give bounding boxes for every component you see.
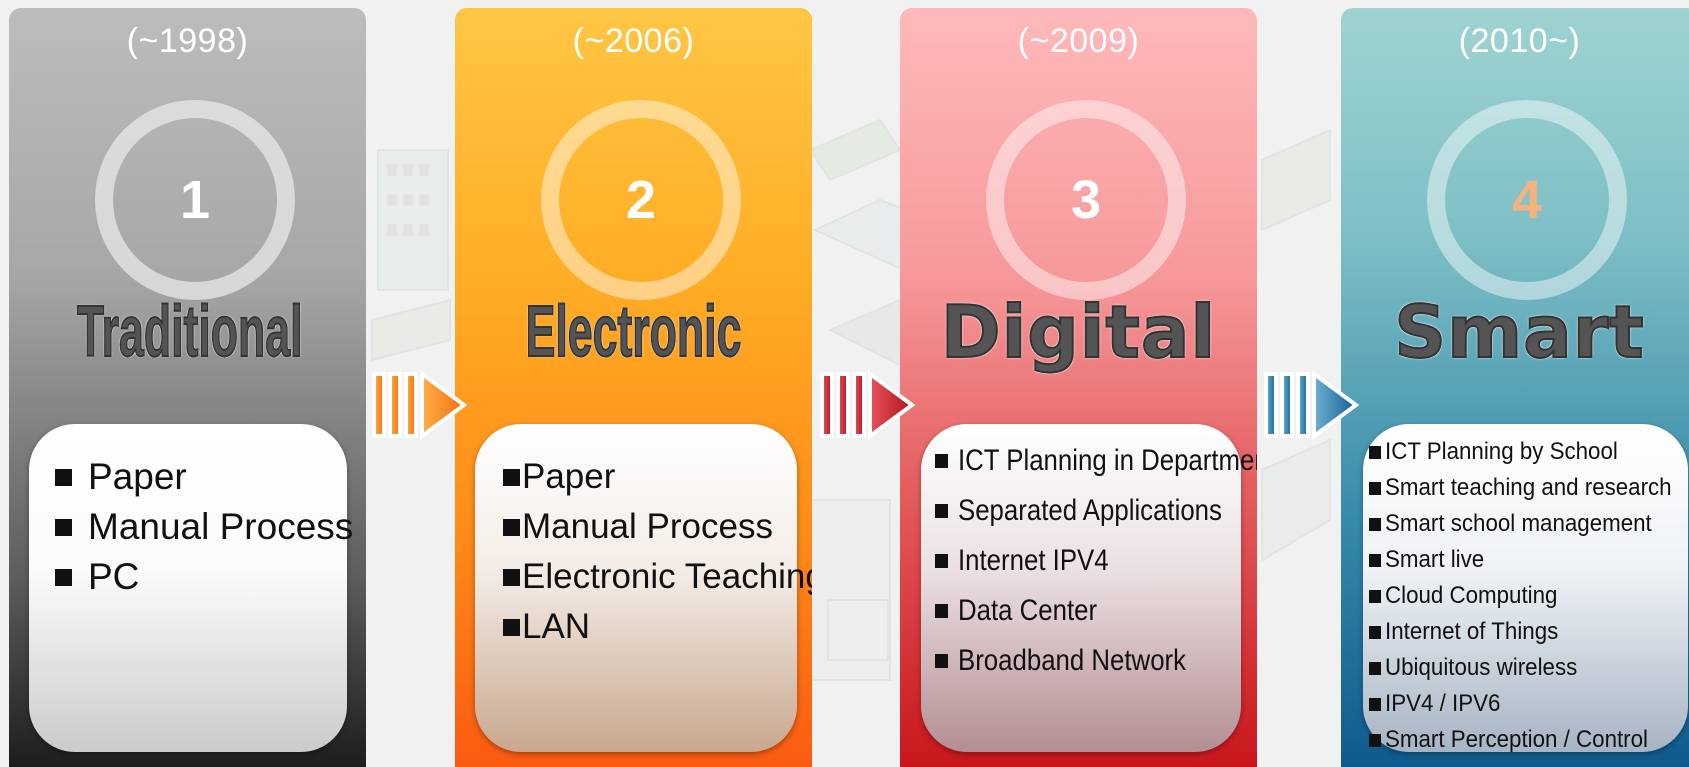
square-bullet-icon (935, 554, 948, 568)
list-item: Smart Perception / Control (1369, 722, 1688, 758)
square-bullet-icon (503, 518, 520, 536)
list-item: Internet of Things (1369, 614, 1688, 650)
square-bullet-icon (1369, 517, 1381, 531)
square-bullet-icon (55, 468, 72, 486)
stage-year: (~2006) (572, 22, 695, 60)
stage-feature-card: Paper Manual Process Electronic Teaching… (475, 424, 812, 752)
stage-number-ring: 1 (95, 100, 295, 300)
square-bullet-icon (1369, 625, 1381, 639)
list-item: Ubiquitous wireless (1369, 650, 1688, 686)
list-item: LAN (503, 602, 797, 652)
list-item: Internet IPV4 (935, 536, 1241, 586)
list-item-text: ICT Planning by School (1385, 438, 1618, 465)
stage-number: 1 (179, 170, 211, 230)
list-item: ICT Planning by School (1369, 434, 1688, 470)
list-item-text: Internet IPV4 (958, 544, 1109, 577)
list-item: Smart teaching and research (1369, 470, 1688, 506)
square-bullet-icon (503, 618, 520, 636)
list-item-text: Paper (522, 457, 616, 496)
list-item-text: Manual Process (522, 507, 773, 546)
list-item-text: Data Center (958, 594, 1098, 627)
list-item-text: Cloud Computing (1385, 582, 1558, 609)
stage-title: Digital (940, 290, 1217, 374)
square-bullet-icon (1369, 481, 1381, 495)
list-item-text: Paper (88, 456, 187, 497)
square-bullet-icon (1369, 445, 1381, 459)
square-bullet-icon (935, 454, 948, 468)
stage-number: 4 (1511, 170, 1543, 230)
square-bullet-icon (1369, 733, 1381, 747)
list-item: Separated Applications (935, 486, 1241, 536)
stage-feature-card: ICT Planning in Department Separated App… (921, 424, 1257, 752)
square-bullet-icon (503, 468, 520, 486)
stage-year: (~2009) (1017, 22, 1140, 60)
chevron-arrow-right-icon (820, 370, 916, 440)
stage-year: (2010~) (1458, 22, 1581, 60)
list-item-text: Ubiquitous wireless (1385, 654, 1578, 681)
square-bullet-icon (935, 504, 948, 518)
list-item-text: Manual Process (88, 506, 354, 547)
square-bullet-icon (55, 568, 72, 586)
list-item: PC (55, 552, 347, 602)
list-item: IPV4 / IPV6 (1369, 686, 1688, 722)
feature-list: Paper Manual Process PC (29, 424, 353, 602)
stage-year: (~1998) (126, 22, 249, 60)
stage-number: 2 (625, 170, 657, 230)
square-bullet-icon (1369, 661, 1381, 675)
list-item-text: Smart teaching and research (1385, 474, 1672, 501)
list-item: Manual Process (503, 502, 797, 552)
stage-title: Electronic (525, 292, 742, 372)
list-item: Manual Process (55, 502, 353, 552)
list-item-text: IPV4 / IPV6 (1385, 690, 1501, 717)
list-item: ICT Planning in Department (935, 436, 1257, 486)
list-item: Electronic Teaching (503, 552, 812, 602)
stage-feature-card: ICT Planning by School Smart teaching an… (1363, 424, 1688, 753)
list-item: Broadband Network (935, 636, 1241, 686)
list-item: Data Center (935, 586, 1241, 636)
list-item-text: Internet of Things (1385, 618, 1559, 645)
list-item: Cloud Computing (1369, 578, 1688, 614)
list-item-text: ICT Planning in Department (958, 444, 1257, 477)
list-item-text: PC (88, 556, 140, 597)
list-item-text: Broadband Network (958, 644, 1187, 677)
square-bullet-icon (1369, 589, 1381, 603)
list-item-text: Smart Perception / Control (1385, 726, 1649, 753)
square-bullet-icon (935, 604, 948, 618)
square-bullet-icon (1369, 553, 1381, 567)
stage-number: 3 (1070, 170, 1102, 230)
stage-panel-digital: (~2009) 3 Digital ICT Planning in Depart… (900, 8, 1257, 767)
stage-number-ring: 2 (541, 100, 741, 300)
feature-list: Paper Manual Process Electronic Teaching… (475, 424, 812, 652)
list-item-text: Smart live (1385, 546, 1485, 573)
stage-panel-electronic: (~2006) 2 Electronic Paper Manual Proces… (455, 8, 812, 767)
stage-number-ring: 4 (1427, 100, 1627, 300)
stage-title: Traditional (76, 292, 303, 372)
list-item-text: LAN (522, 607, 591, 646)
square-bullet-icon (503, 568, 520, 586)
list-item-text: Smart school management (1385, 510, 1652, 537)
stage-feature-card: Paper Manual Process PC (29, 424, 353, 752)
chevron-arrow-right-icon (372, 370, 468, 440)
stage-panel-smart: (2010~) 4 Smart ICT Planning by School S… (1341, 8, 1689, 767)
stage-panel-traditional: (~1998) 1 Traditional Paper Manual Proce… (9, 8, 366, 767)
stage-title: Smart (1393, 290, 1645, 374)
stage-number-ring: 3 (986, 100, 1186, 300)
chevron-arrow-right-icon (1264, 370, 1360, 440)
square-bullet-icon (1369, 697, 1381, 711)
list-item: Paper (503, 452, 797, 502)
feature-list: ICT Planning by School Smart teaching an… (1363, 424, 1688, 758)
list-item: Paper (55, 452, 347, 502)
list-item: Smart school management (1369, 506, 1688, 542)
feature-list: ICT Planning in Department Separated App… (921, 424, 1257, 686)
square-bullet-icon (935, 654, 948, 668)
list-item-text: Electronic Teaching (522, 557, 812, 596)
square-bullet-icon (55, 518, 72, 536)
list-item-text: Separated Applications (958, 494, 1222, 527)
list-item: Smart live (1369, 542, 1688, 578)
